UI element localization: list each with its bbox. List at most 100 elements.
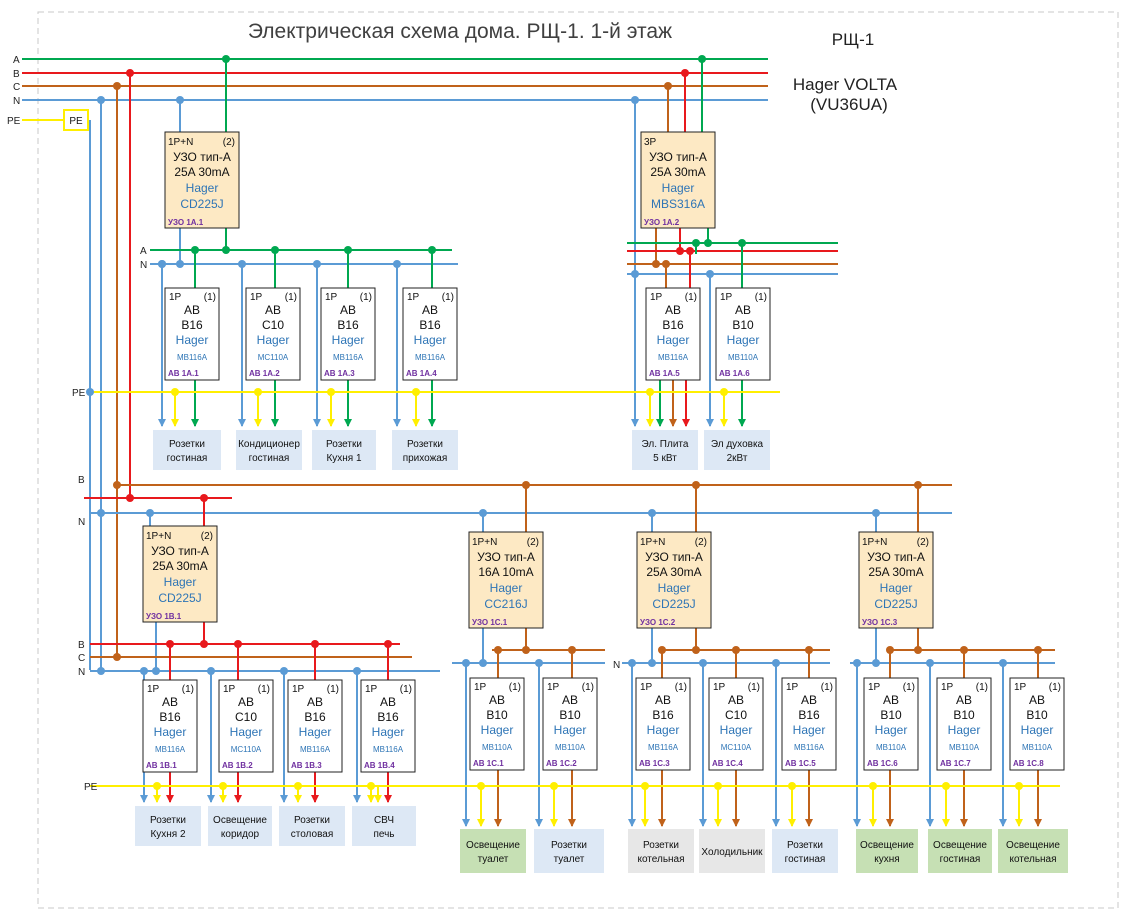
arrow-n xyxy=(999,819,1007,827)
breaker-brand: Hager xyxy=(176,333,209,347)
arrow-a xyxy=(191,419,199,427)
junction-dot xyxy=(738,239,746,247)
junction-dot xyxy=(113,481,121,489)
junction-dot xyxy=(535,659,543,667)
panel-brand: Hager VOLTA xyxy=(793,75,898,94)
arrow-n xyxy=(628,819,636,827)
junction-dot xyxy=(926,659,934,667)
breaker-modules: (1) xyxy=(442,292,454,303)
breaker-rating: B16 xyxy=(181,318,203,332)
load-label: Розетки xyxy=(787,840,823,851)
junction-dot xyxy=(681,69,689,77)
rcd-modules: (2) xyxy=(917,537,929,548)
breaker-model: MB116A xyxy=(155,745,186,754)
breaker-rating: B16 xyxy=(304,710,326,724)
breaker-rating: B16 xyxy=(652,708,674,722)
breaker-model: MB116A xyxy=(658,353,689,362)
load-label: Розетки xyxy=(551,840,587,851)
arrow-pe xyxy=(646,419,654,427)
breaker-modules: (1) xyxy=(285,292,297,303)
breaker-modules: (1) xyxy=(509,682,521,693)
breaker-tag: АВ 1В.3 xyxy=(291,761,322,770)
junction-dot xyxy=(664,82,672,90)
bus-label-n: N xyxy=(613,660,620,671)
rcd-type: УЗО тип-А xyxy=(645,550,703,564)
junction-dot xyxy=(176,260,184,268)
arrow-n xyxy=(140,795,148,803)
junction-dot xyxy=(200,494,208,502)
breaker-type: АВ xyxy=(562,693,578,707)
load-box xyxy=(236,430,302,470)
junction-dot xyxy=(1034,646,1042,654)
breaker-type: АВ xyxy=(184,303,200,317)
arrow-pe xyxy=(294,795,302,803)
junction-dot xyxy=(641,782,649,790)
breaker-brand: Hager xyxy=(554,723,587,737)
junction-dot xyxy=(86,388,94,396)
breaker-poles: 1P xyxy=(720,292,733,303)
load-label: котельная xyxy=(637,854,684,865)
breaker-modules: (1) xyxy=(204,292,216,303)
junction-dot xyxy=(294,782,302,790)
breaker-type: АВ xyxy=(489,693,505,707)
bus-label-a: A xyxy=(13,55,20,66)
breaker-model: MB116A xyxy=(177,353,208,362)
arrow-b xyxy=(234,795,242,803)
rcd-type: УЗО тип-А xyxy=(173,150,231,164)
rcd-brand: Hager xyxy=(164,575,197,589)
breaker-body xyxy=(645,287,701,381)
load-box xyxy=(928,829,992,873)
arrow-n xyxy=(238,419,246,427)
breaker-tag: АВ 1С.5 xyxy=(785,759,816,768)
load-label: кухня xyxy=(874,854,899,865)
junction-dot xyxy=(652,260,660,268)
breaker-type: АВ xyxy=(422,303,438,317)
breaker-rating: C10 xyxy=(262,318,284,332)
arrow-b xyxy=(682,419,690,427)
junction-dot xyxy=(113,653,121,661)
breaker-body xyxy=(320,287,376,381)
load-box xyxy=(534,829,604,873)
arrow-pe xyxy=(641,819,649,827)
junction-dot xyxy=(152,667,160,675)
breaker-model: MB116A xyxy=(373,745,404,754)
breaker-body xyxy=(1009,677,1065,771)
junction-dot xyxy=(522,646,530,654)
junction-dot xyxy=(254,388,262,396)
breaker-modules: (1) xyxy=(360,292,372,303)
load-box xyxy=(460,829,526,873)
breaker-poles: 1P xyxy=(547,682,560,693)
bus-label-c: C xyxy=(78,653,85,664)
rcd-model: CD225J xyxy=(652,597,695,611)
breaker-type: АВ xyxy=(340,303,356,317)
breaker-rating: B16 xyxy=(377,710,399,724)
junction-dot xyxy=(158,260,166,268)
arrow-n xyxy=(926,819,934,827)
arrow-pe xyxy=(1015,819,1023,827)
bus-label-a: A xyxy=(140,246,147,257)
breaker-brand: Hager xyxy=(414,333,447,347)
rcd-brand: Hager xyxy=(662,181,695,195)
breaker-body xyxy=(360,679,416,773)
breaker-brand: Hager xyxy=(257,333,290,347)
junction-dot xyxy=(692,481,700,489)
arrow-n xyxy=(280,795,288,803)
junction-dot xyxy=(271,246,279,254)
junction-dot xyxy=(886,646,894,654)
breaker-model: MB116A xyxy=(648,743,679,752)
junction-dot xyxy=(805,646,813,654)
breaker-poles: 1P xyxy=(292,684,305,695)
breaker-tag: АВ 1А.1 xyxy=(168,369,199,378)
junction-dot xyxy=(479,659,487,667)
breaker-body xyxy=(245,287,301,381)
arrow-c xyxy=(494,819,502,827)
